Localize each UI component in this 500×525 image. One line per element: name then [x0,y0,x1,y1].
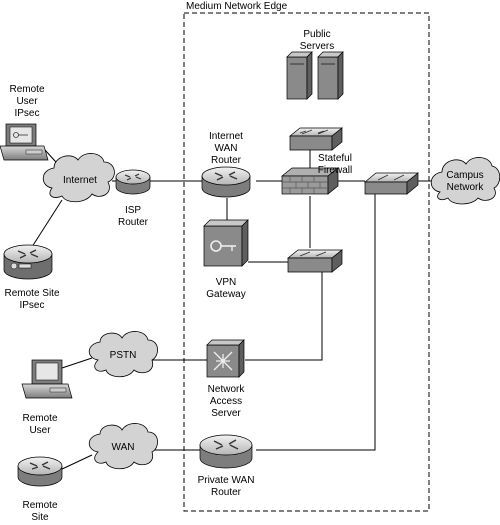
stateful-firewall [281,167,339,195]
dmz-switch [287,249,343,273]
pstn-label: PSTN [110,350,137,361]
network-access-server-label-line1: Network [208,384,246,395]
remote-user-ipsec-label-line1: Remote [9,84,44,95]
remote-site-label-line2: Site [31,512,49,523]
remote-site-router [17,456,63,487]
private-wan-router-label-line1: Private WAN [198,475,255,486]
public-servers-switch [289,127,343,151]
remote-site-ipsec-label-line2: IPsec [19,300,44,311]
link-remote-site-wan [59,454,93,471]
remote-user-ipsec-workstation [0,123,49,161]
network-access-server-label-line3: Server [211,408,241,419]
isp-router [115,169,151,195]
vpn-gateway-label-line2: Gateway [206,289,245,300]
isp-router-label-line1: ISP [125,205,141,216]
device-labels: Remote User IPsec Remote Site IPsec ISP … [4,29,352,523]
remote-user-ipsec-label-line2: User [16,96,38,107]
connection-links [29,149,436,471]
link-dmz-switch-nas [245,270,323,361]
campus-network-cloud: Campus Network [430,157,500,205]
public-servers-label-line2: Servers [300,41,334,52]
zone-title: Medium Network Edge [186,1,288,12]
wan-cloud: WAN [88,423,158,470]
link-core-switch-private-wan-router [256,191,376,451]
medium-network-edge-zone: Medium Network Edge [183,1,430,512]
remote-site-ipsec-device [3,244,53,280]
link-remote-site-internet [29,199,63,251]
public-servers-label-line1: Public [303,29,330,40]
network-access-server-label-line2: Access [210,396,242,407]
internet-wan-router-label-line1: Internet [209,131,243,142]
vpn-gateway-label-line1: VPN [216,277,237,288]
internet-wan-router-label-line3: Router [211,155,242,166]
core-switch [364,172,419,195]
remote-site-ipsec-label-line1: Remote Site [4,288,59,299]
public-servers [286,51,344,100]
internet-wan-router-label-line2: WAN [215,143,238,154]
internet-wan-router [201,166,251,198]
network-access-server [206,339,245,378]
stateful-firewall-label-line2: Firewall [318,165,352,176]
campus-network-label-line1: Campus [446,170,483,181]
remote-user-label-line1: Remote [22,413,57,424]
remote-site-label-line1: Remote [22,500,57,511]
pstn-cloud: PSTN [88,331,158,378]
campus-network-label-line2: Network [447,182,485,193]
remote-user-ipsec-label-line3: IPsec [14,108,39,119]
wan-label: WAN [112,442,135,453]
remote-user-label-line2: User [29,425,51,436]
vpn-gateway [203,219,249,267]
link-remote-user-pstn [61,357,93,369]
private-wan-router-label-line2: Router [211,487,242,498]
private-wan-router [199,434,253,469]
isp-router-label-line2: Router [118,217,149,228]
internet-cloud: Internet [42,153,115,203]
stateful-firewall-label-line1: Stateful [318,153,352,164]
internet-label: Internet [63,175,97,186]
remote-user-workstation [21,359,73,399]
